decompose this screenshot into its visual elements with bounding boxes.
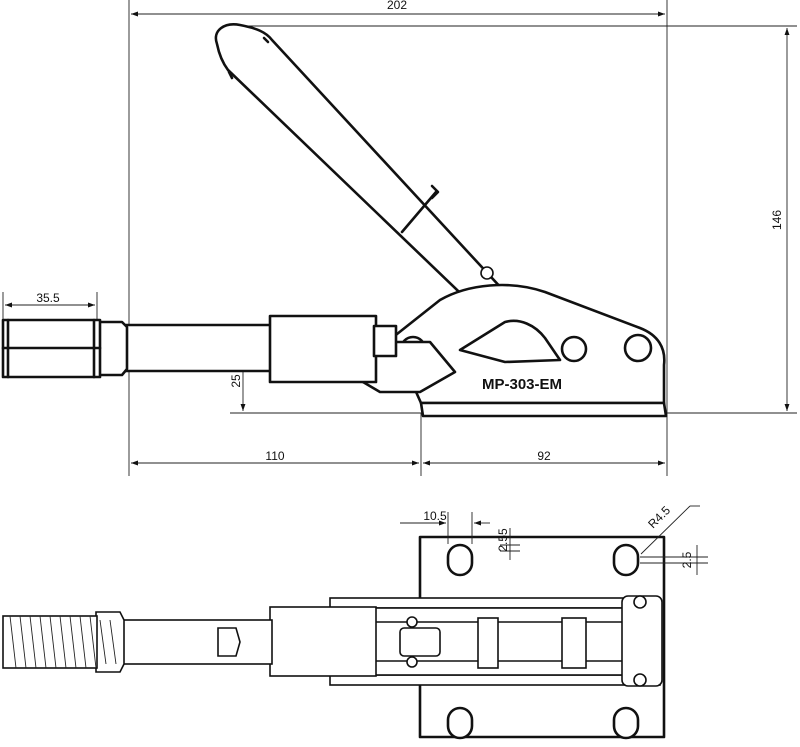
part-label: MP-303-EM bbox=[482, 376, 562, 393]
dim-slot-width: 2.5 bbox=[680, 551, 694, 568]
side-view: 202 146 35.5 25 110 92 bbox=[1, 0, 797, 476]
dim-overall-height: 146 bbox=[770, 210, 784, 230]
dimension-lines bbox=[4, 11, 790, 466]
witness-lines bbox=[2, 0, 797, 476]
clamp-handle bbox=[214, 23, 554, 362]
dim-slot-spacing: 10.5 bbox=[423, 509, 447, 523]
plunger-top bbox=[2, 606, 377, 677]
dim-stroke-extension: 110 bbox=[265, 449, 284, 463]
dim-overall-width: 202 bbox=[387, 0, 407, 12]
dim-base-length: 92 bbox=[537, 449, 551, 463]
plunger-assembly bbox=[1, 314, 398, 384]
dim-spindle-height: 25 bbox=[229, 374, 243, 388]
body-rails bbox=[329, 595, 663, 687]
dim-slot-offset: 2.55 bbox=[496, 528, 510, 552]
dim-spindle-nut-length: 35.5 bbox=[36, 291, 60, 305]
top-view: 10.5 2.55 R4.5 2.5 bbox=[2, 503, 708, 740]
thread-pattern bbox=[9, 615, 117, 669]
top-view-dimensions bbox=[400, 505, 708, 575]
